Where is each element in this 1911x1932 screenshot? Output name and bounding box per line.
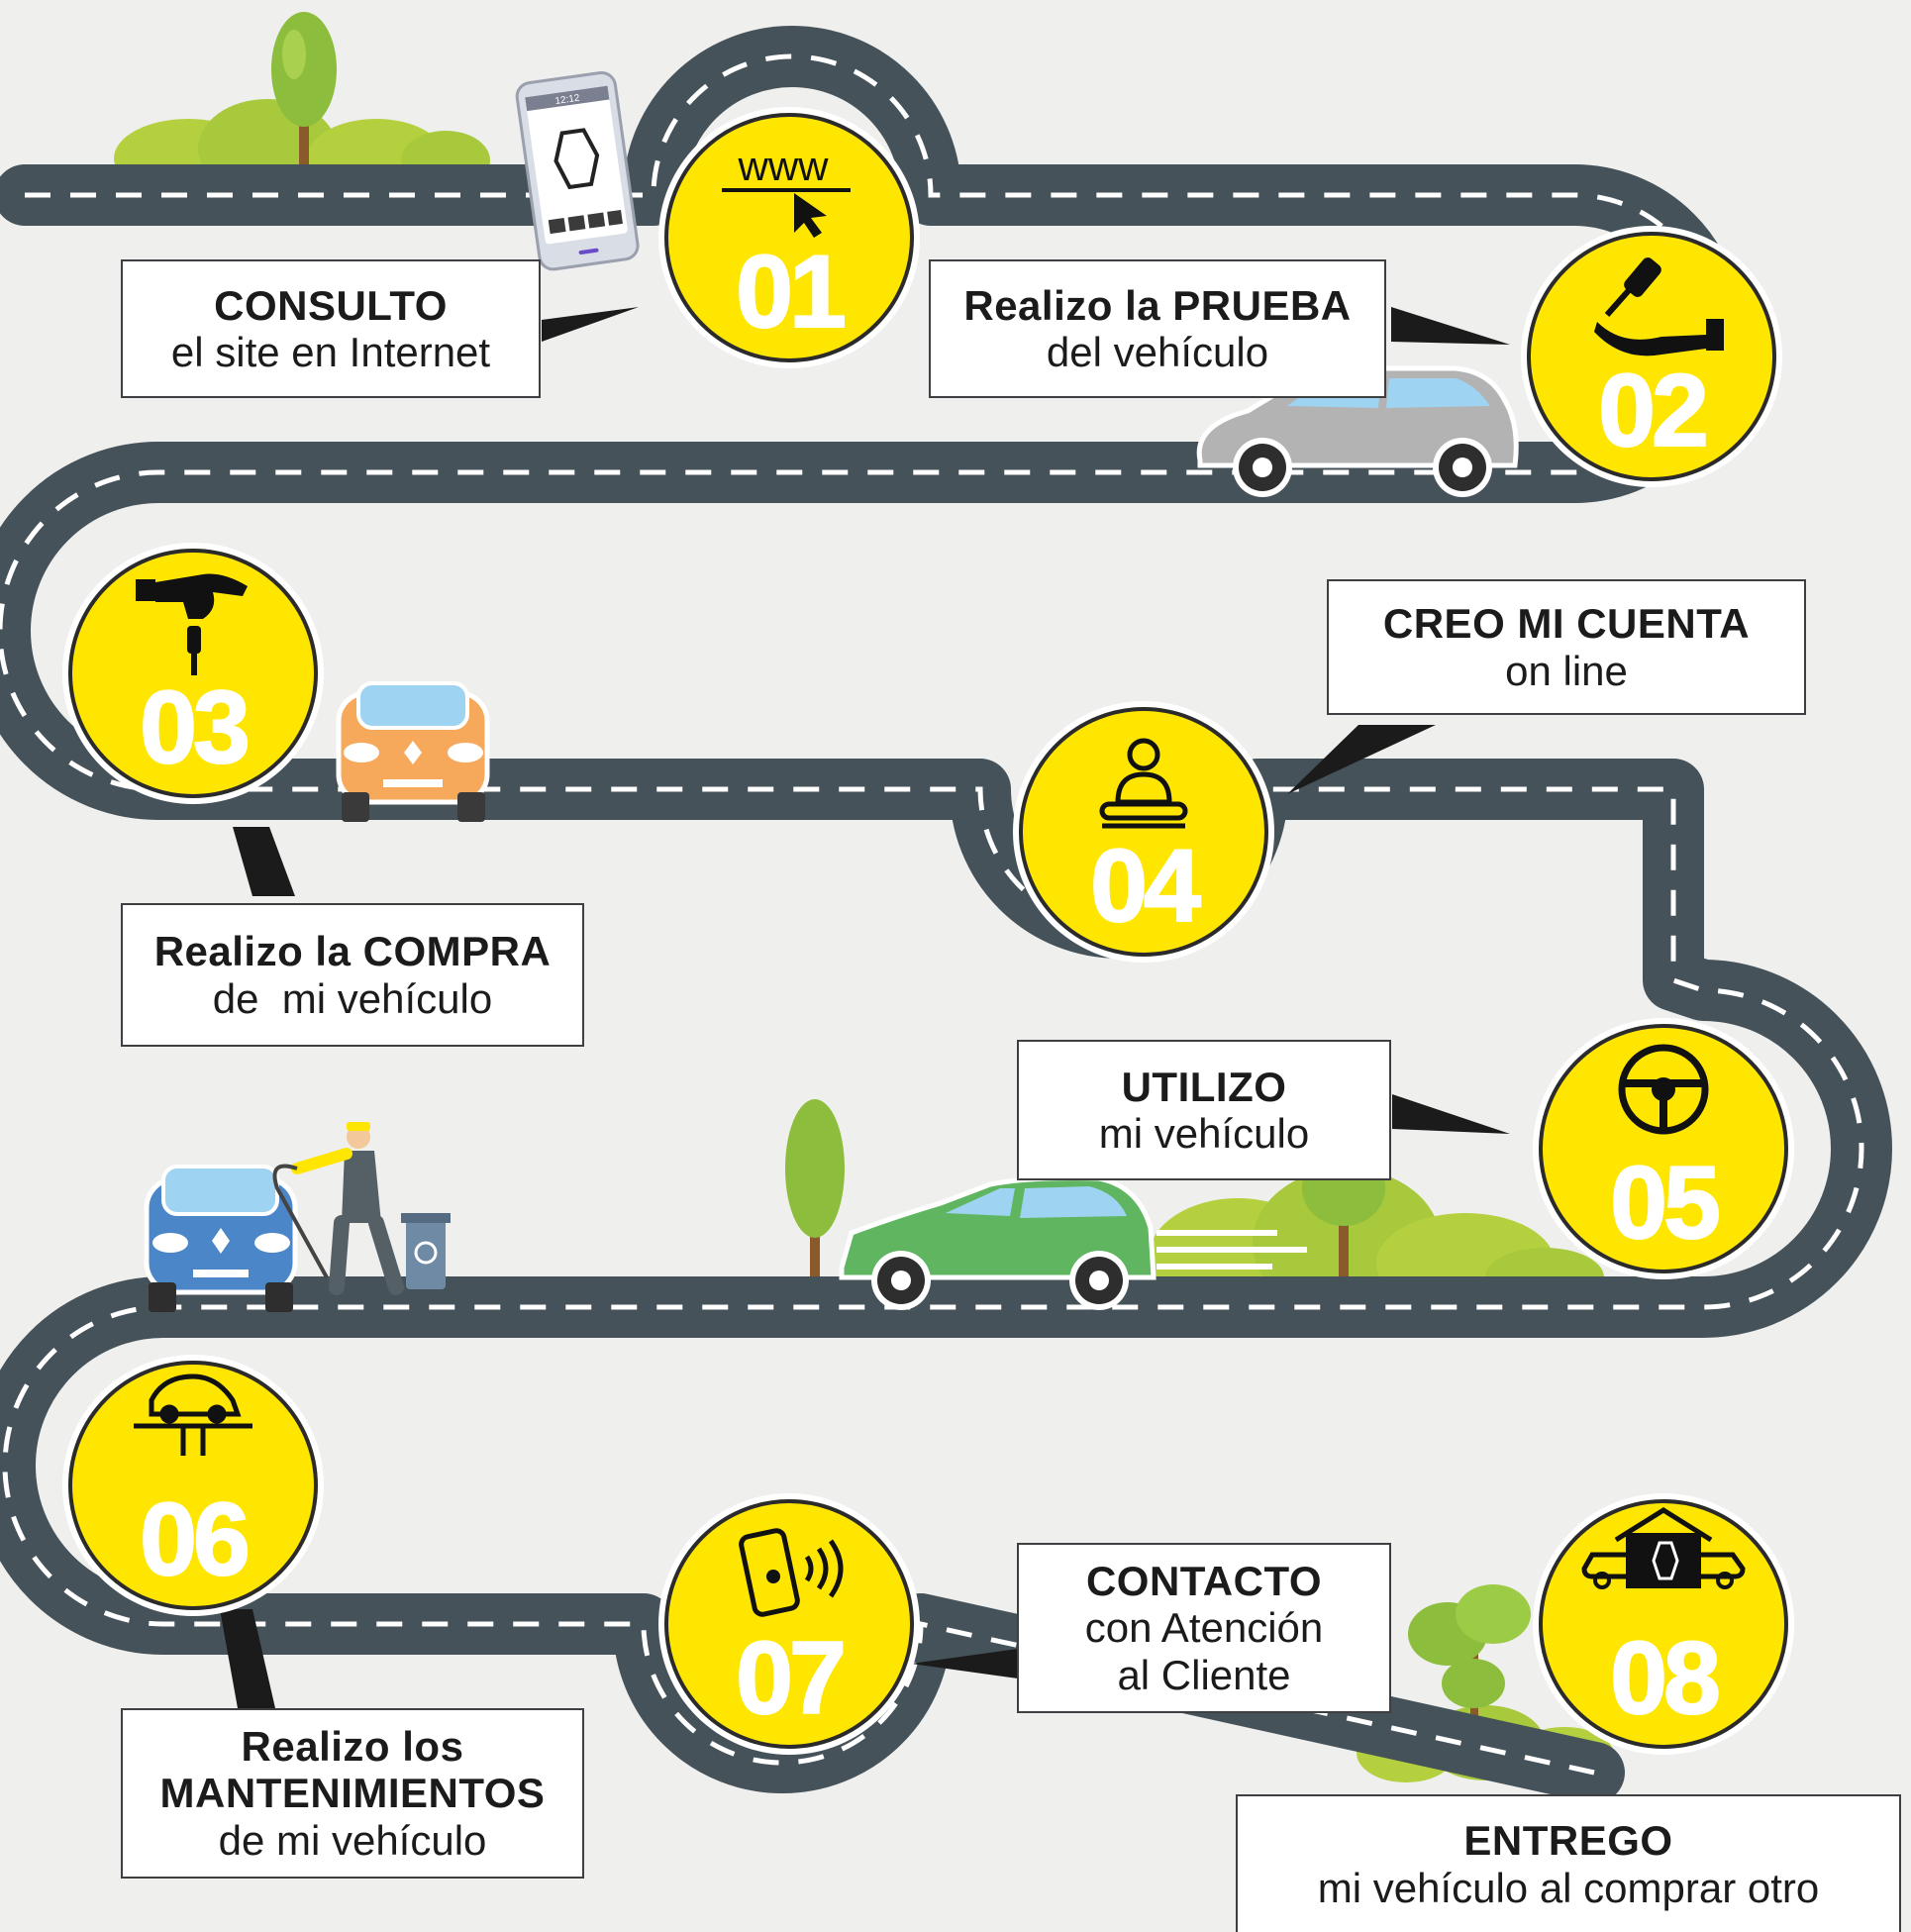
callout-text: con Atención [1084, 1604, 1324, 1652]
step-badge-05: 05 [1533, 1018, 1794, 1279]
callout-title: CONSULTO [214, 281, 448, 329]
step-badge-08: 08 [1533, 1493, 1794, 1755]
step-number: 01 [736, 235, 844, 350]
step-number: 02 [1598, 354, 1705, 468]
key-handover-icon [1594, 257, 1724, 356]
callout-text: de mi vehículo [212, 974, 493, 1022]
step-badge-04: 04 [1013, 701, 1274, 963]
steering-wheel-icon [1618, 1044, 1709, 1135]
callout-title: UTILIZO [1121, 1063, 1287, 1110]
step-number: 07 [736, 1621, 843, 1736]
callout-step-03: Realizo la COMPRA de mi vehículo [121, 903, 584, 1047]
callout-title: ENTREGO [1463, 1817, 1673, 1865]
orange-car-illustration [336, 681, 490, 822]
tree-top [271, 12, 337, 168]
callout-title: CONTACTO [1085, 1558, 1323, 1605]
mechanic-illustration [272, 1122, 451, 1295]
callout-text: mi vehículo al comprar otro [1317, 1864, 1820, 1911]
step-badge-06: 06 [62, 1355, 324, 1616]
www-cursor-icon: www [722, 143, 851, 238]
callout-step-06: Realizo los MANTENIMIENTOS de mi vehícul… [121, 1708, 584, 1879]
renault-logo-icon [553, 128, 600, 190]
callout-step-02: Realizo la PRUEBA del vehículo [929, 259, 1386, 398]
callout-title: Realizo la PRUEBA [963, 281, 1352, 329]
step-badge-03: 03 [62, 543, 324, 804]
tree-tall [785, 1099, 845, 1287]
phone-clock: 12:12 [554, 93, 581, 107]
step-badge-07: 07 [658, 1493, 920, 1755]
step-number: 04 [1090, 829, 1201, 944]
callout-step-07: CONTACTO con Atención al Cliente [1017, 1543, 1391, 1713]
callout-title: Realizo la COMPRA [153, 928, 552, 975]
callout-text: on line [1505, 647, 1628, 694]
callout-text: de mi vehículo [218, 1816, 487, 1864]
step-number: 08 [1610, 1621, 1718, 1736]
callout-title: Realizo los [241, 1723, 464, 1771]
svg-text:www: www [738, 143, 830, 189]
tree-step08 [1408, 1584, 1531, 1753]
callout-step-04: CREO MI CUENTA on line [1327, 579, 1806, 715]
step-badge-02: 02 [1521, 226, 1782, 487]
callout-text: mi vehículo [1098, 1110, 1310, 1157]
callout-text: del vehículo [1046, 329, 1269, 375]
callout-text: MANTENIMIENTOS [159, 1770, 546, 1817]
callout-title: CREO MI CUENTA [1382, 600, 1751, 648]
step-number: 06 [140, 1482, 248, 1597]
smartphone-illustration: 12:12 [515, 70, 640, 271]
callout-text: el site en Internet [170, 329, 491, 375]
step-number: 05 [1610, 1146, 1718, 1261]
step-number: 03 [140, 670, 248, 785]
hand-holding-key-icon [136, 573, 248, 675]
green-car-illustration [839, 1175, 1307, 1310]
step-badge-01: www 01 [658, 107, 920, 368]
car-lift-icon [134, 1373, 252, 1456]
callout-text: al Cliente [1117, 1651, 1291, 1698]
callout-step-08: ENTREGO mi vehículo al comprar otro [1236, 1794, 1901, 1932]
callout-step-05: UTILIZO mi vehículo [1017, 1040, 1391, 1180]
callout-pointers [220, 307, 1510, 1708]
car-trade-in-icon [1581, 1507, 1746, 1589]
phone-call-icon [739, 1528, 844, 1617]
user-account-icon [1099, 738, 1188, 829]
blue-car-illustration [144, 1165, 298, 1312]
callout-step-01: CONSULTO el site en Internet [121, 259, 541, 398]
